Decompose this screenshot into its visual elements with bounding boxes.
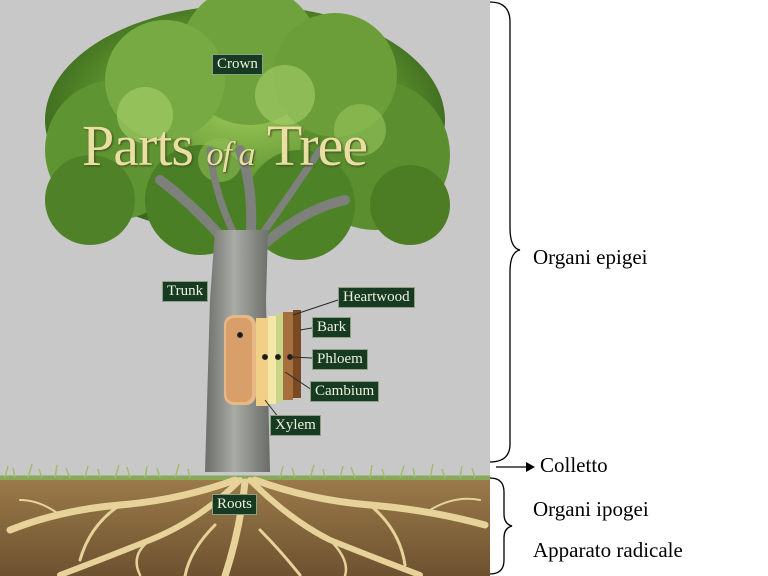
- title-word-parts: Parts: [82, 113, 194, 178]
- label-crown: Crown: [212, 54, 263, 75]
- label-leaders: [237, 299, 339, 423]
- label-roots: Roots: [212, 494, 258, 515]
- tree-roots: [6, 476, 489, 576]
- label-organi-ipogei: Organi ipogei: [533, 497, 649, 521]
- grass: [0, 463, 490, 481]
- label-apparato-radicale: Apparato radicale: [533, 538, 683, 562]
- label-phloem: Phloem: [312, 349, 368, 370]
- label-bark: Bark: [312, 317, 352, 338]
- tree-illustration: [0, 0, 490, 576]
- label-trunk: Trunk: [162, 281, 209, 302]
- label-heartwood: Heartwood: [338, 287, 415, 308]
- arrow-colletto: [496, 462, 535, 472]
- bracket-epigei: [489, 1, 521, 463]
- tree-diagram: Parts of a Tree Crown Trunk Heartwood Ba…: [0, 0, 490, 576]
- diagram-title: Parts of a Tree: [82, 112, 368, 179]
- bracket-ipogei: [489, 477, 513, 575]
- annotation-brackets: [489, 1, 535, 575]
- label-xylem: Xylem: [270, 415, 321, 436]
- title-word-of-a: of a: [206, 136, 256, 173]
- label-colletto: Colletto: [540, 453, 608, 477]
- label-organi-epigei: Organi epigei: [533, 245, 648, 269]
- title-word-tree: Tree: [266, 113, 368, 178]
- label-cambium: Cambium: [310, 381, 380, 402]
